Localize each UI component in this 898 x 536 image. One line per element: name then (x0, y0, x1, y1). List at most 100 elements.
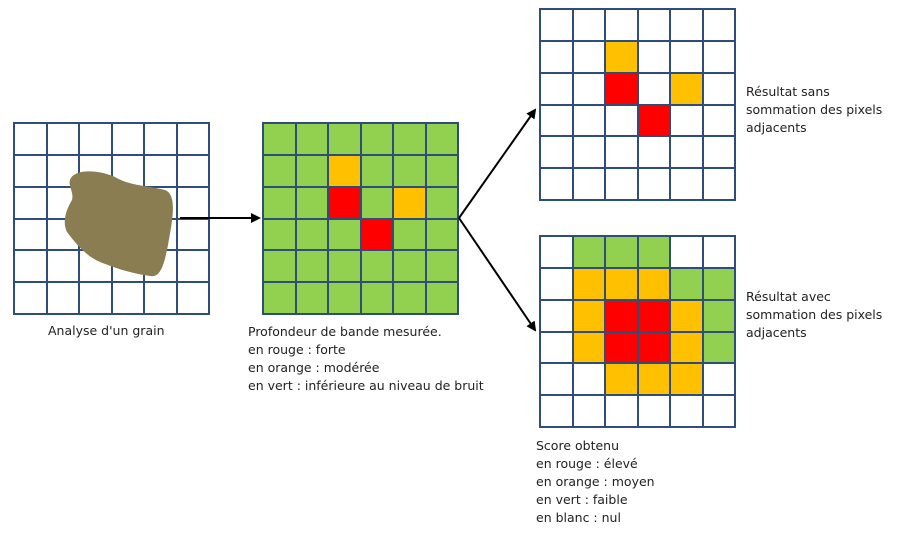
grid-cell (14, 186, 47, 219)
grid-cell (702, 168, 735, 200)
grid-cell (702, 267, 735, 300)
grain-analysis-grid (13, 122, 210, 315)
grid-cell (670, 363, 703, 396)
grid-cell (144, 282, 177, 314)
grid-cell (328, 123, 361, 155)
grain-analysis-label: Analyse d'un grain (48, 323, 165, 338)
grid-cell (111, 218, 144, 251)
grid-cell (540, 40, 573, 73)
grid-cell (670, 104, 703, 137)
grid-cell (14, 123, 47, 155)
grid-cell (263, 123, 296, 155)
grid-cell (702, 9, 735, 41)
grid-cell (540, 9, 573, 41)
grid-cell (605, 40, 638, 73)
grid-cell (670, 267, 703, 300)
without-summation-caption: Résultat sans sommation des pixels adjac… (746, 83, 882, 137)
grid-cell (14, 282, 47, 314)
score-legend: Score obtenu en rouge : élevé en orange … (536, 437, 655, 527)
band-depth-title: Profondeur de bande mesurée. (248, 324, 442, 339)
grid-cell (670, 72, 703, 105)
grid-cell (702, 104, 735, 137)
grid-cell (328, 282, 361, 314)
grid-cell (637, 299, 670, 332)
grid-cell (637, 136, 670, 169)
grid-cell (572, 72, 605, 105)
arrow-depth-to-without-summation (458, 108, 537, 219)
grid-cell (111, 186, 144, 219)
grid-cell (79, 123, 112, 155)
grid-cell (176, 218, 209, 251)
grid-cell (295, 250, 328, 283)
grid-cell (572, 104, 605, 137)
grid-cell (111, 282, 144, 314)
grid-cell (46, 186, 79, 219)
grid-cell (702, 72, 735, 105)
grid-cell (46, 123, 79, 155)
grid-cell (46, 250, 79, 283)
score-green: en vert : faible (536, 492, 628, 507)
with-summation-line-3: adjacents (746, 325, 807, 340)
grid-cell (393, 282, 426, 314)
grid-cell (79, 154, 112, 187)
band-depth-green: en vert : inférieure au niveau de bruit (248, 378, 484, 393)
grid-cell (360, 154, 393, 187)
grid-cell (637, 363, 670, 396)
grid-cell (540, 331, 573, 364)
grid-cell (14, 154, 47, 187)
grid-cell (295, 218, 328, 251)
grid-cell (360, 218, 393, 251)
grid-cell (572, 40, 605, 73)
grid-cell (637, 72, 670, 105)
band-depth-grid (262, 122, 459, 315)
grid-cell (295, 186, 328, 219)
grid-cell (393, 186, 426, 219)
score-white: en blanc : nul (536, 510, 621, 525)
grid-cell (670, 299, 703, 332)
grid-cell (702, 395, 735, 427)
grid-cell (263, 250, 296, 283)
grid-cell (605, 395, 638, 427)
grid-cell (144, 123, 177, 155)
grid-cell (670, 9, 703, 41)
grid-cell (572, 363, 605, 396)
grid-cell (144, 186, 177, 219)
result-with-summation-grid (539, 235, 736, 428)
grid-cell (144, 250, 177, 283)
grid-cell (605, 136, 638, 169)
grid-cell (360, 186, 393, 219)
without-summation-line-1: Résultat sans (746, 84, 830, 99)
with-summation-line-2: sommation des pixels (746, 307, 883, 322)
with-summation-caption: Résultat avec sommation des pixels adjac… (746, 288, 882, 342)
grid-cell (572, 299, 605, 332)
grid-cell (572, 395, 605, 427)
grid-cell (176, 250, 209, 283)
grid-cell (605, 72, 638, 105)
without-summation-line-2: sommation des pixels (746, 102, 883, 117)
band-depth-legend: Profondeur de bande mesurée. en rouge : … (248, 323, 484, 395)
grid-cell (670, 395, 703, 427)
grid-cell (295, 154, 328, 187)
grid-cell (79, 218, 112, 251)
grid-cell (425, 123, 458, 155)
grid-cell (295, 123, 328, 155)
grid-cell (637, 236, 670, 268)
grid-cell (670, 168, 703, 200)
grid-cell (425, 250, 458, 283)
grid-cell (328, 250, 361, 283)
grid-cell (393, 250, 426, 283)
grid-cell (540, 299, 573, 332)
without-summation-line-3: adjacents (746, 120, 807, 135)
grid-cell (144, 154, 177, 187)
grid-cell (605, 104, 638, 137)
grid-cell (702, 136, 735, 169)
grid-cell (637, 9, 670, 41)
grid-cell (605, 299, 638, 332)
grid-cell (176, 154, 209, 187)
grid-cell (702, 236, 735, 268)
grid-cell (637, 168, 670, 200)
grid-cell (702, 299, 735, 332)
grid-cell (360, 282, 393, 314)
grid-cell (79, 250, 112, 283)
grid-cell (14, 218, 47, 251)
